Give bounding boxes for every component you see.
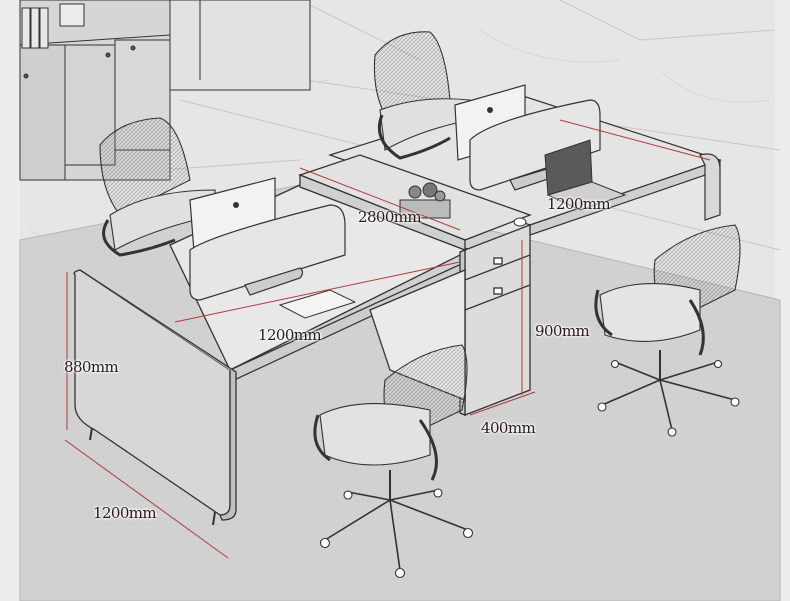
back-left-chair — [99, 117, 216, 257]
side-privacy-panel — [73, 269, 237, 526]
front-right-chair — [594, 224, 741, 437]
drawer-cabinet — [369, 224, 531, 416]
dim-line-1200-top — [559, 119, 711, 161]
dim-label-cabinet-height: 900mm — [535, 322, 590, 340]
dim-label-total-length: 2800mm — [358, 208, 422, 226]
dim-line-400 — [469, 391, 536, 416]
dim-line-2800 — [299, 167, 461, 231]
dim-label-panel-height: 880mm — [64, 358, 119, 376]
front-chair — [313, 344, 474, 579]
dimension-lines — [64, 119, 711, 559]
dim-label-front-desk-length: 1200mm — [258, 326, 322, 344]
back-middle-chair — [373, 31, 471, 160]
monitors — [189, 84, 601, 301]
dim-line-1200-front — [174, 261, 461, 323]
dim-line-1200-side — [64, 439, 229, 559]
plant-icon — [399, 182, 451, 219]
dim-label-side-depth: 1200mm — [93, 504, 157, 522]
dim-label-top-desk-depth: 1200mm — [547, 195, 611, 213]
apple-logo-icon — [233, 107, 493, 208]
dim-label-cabinet-width: 400mm — [481, 419, 536, 437]
mug-icon — [513, 217, 527, 227]
laptop-icon — [278, 139, 627, 319]
